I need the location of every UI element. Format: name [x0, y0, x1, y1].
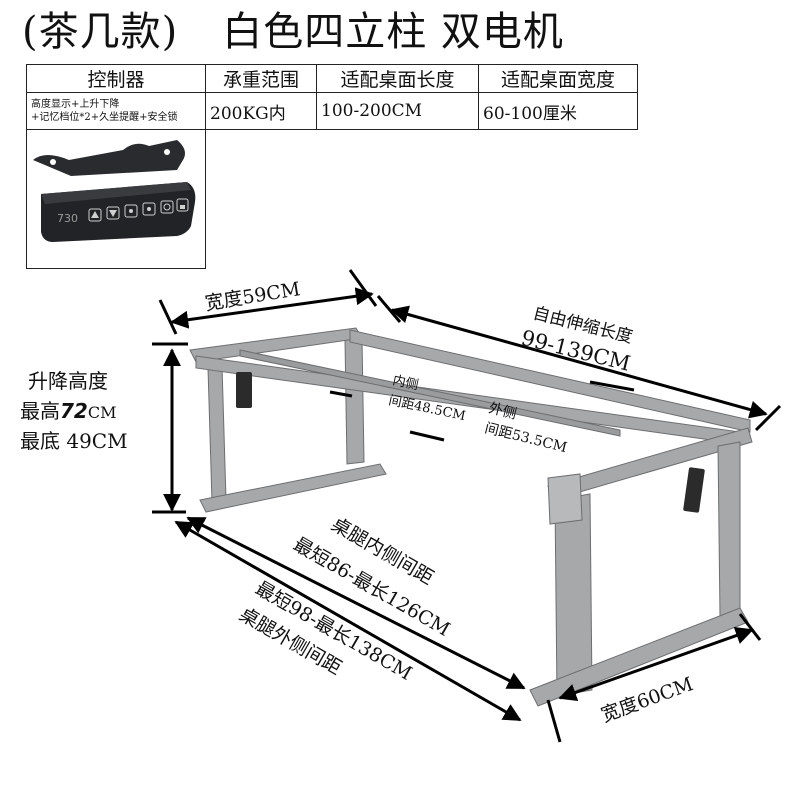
header-top-length: 适配桌面长度: [316, 64, 479, 93]
leg-outer-arrow: [174, 520, 522, 722]
header-top-width: 适配桌面宽度: [478, 64, 638, 93]
controller-down-button: [106, 206, 120, 220]
controller-features-line2: +记忆档位*2+久坐提醒+安全锁: [31, 112, 178, 123]
title-description: 白色四立柱 双电机: [222, 9, 564, 55]
front-right-leg: [554, 493, 593, 697]
base-width-label: 宽度60CM: [598, 673, 696, 727]
spec-image-row: 730: [26, 129, 638, 269]
spec-value-row: 高度显示+上升下降 +记忆档位*2+久坐提醒+安全锁 200KG内 100-20…: [26, 92, 638, 130]
load-range-value: 200KG内: [205, 92, 317, 130]
title-model: (茶几款): [22, 9, 179, 55]
controller-features: 高度显示+上升下降 +记忆档位*2+久坐提醒+安全锁: [26, 92, 206, 130]
max-height-unit: CM: [88, 403, 117, 422]
base-width-arrow: [558, 626, 754, 702]
max-height-value: 72: [60, 399, 88, 423]
controller-image-cell: 730: [26, 129, 206, 269]
desk-frame: [189, 327, 753, 707]
extend-length-arrow: [390, 305, 768, 419]
rear-right-leg: [717, 441, 741, 617]
controller-image: 730: [33, 140, 196, 242]
back-left-leg: [207, 365, 227, 503]
right-motor: [683, 467, 705, 513]
outer-spacing-label-1: 外侧: [487, 400, 518, 422]
max-height-prefix: 最高: [20, 399, 60, 423]
motors: [236, 372, 705, 513]
controller-up-button: [88, 208, 102, 222]
controller-display-readout: 730: [57, 212, 78, 225]
back-right-leg: [344, 337, 365, 465]
inner-rail: [239, 349, 621, 437]
left-foot: [199, 463, 387, 513]
top-length-value: 100-200CM: [316, 92, 479, 130]
min-height-label: 最底 49CM: [20, 429, 128, 453]
top-width-value: 60-100厘米: [478, 92, 638, 130]
inner-spacing-label-1: 内侧: [391, 372, 420, 393]
spec-table: 控制器 承重范围 适配桌面长度 适配桌面宽度 高度显示+上升下降 +记忆档位*2…: [26, 64, 638, 269]
controller-features-line1: 高度显示+上升下降: [31, 99, 120, 110]
left-motor: [236, 372, 252, 408]
spec-header-row: 控制器 承重范围 适配桌面长度 适配桌面宽度: [26, 64, 638, 93]
right-column-head: [547, 473, 583, 525]
left-crossbar: [189, 327, 363, 363]
outer-spacing-label-2: 间距53.5CM: [483, 420, 569, 456]
controller-lock-button: [176, 198, 189, 212]
controller-reminder-button: [160, 200, 174, 214]
page-title: (茶几款) 白色四立柱 双电机: [22, 2, 792, 62]
header-controller: 控制器: [26, 64, 206, 93]
controller-memory2-button: [142, 202, 156, 216]
controller-memory1-button: [124, 204, 138, 218]
dimension-arrows: [152, 269, 782, 743]
max-height-label: 最高72CM: [20, 399, 116, 423]
lift-height-title: 升降高度: [28, 369, 108, 393]
top-width-arrow: [170, 287, 374, 329]
